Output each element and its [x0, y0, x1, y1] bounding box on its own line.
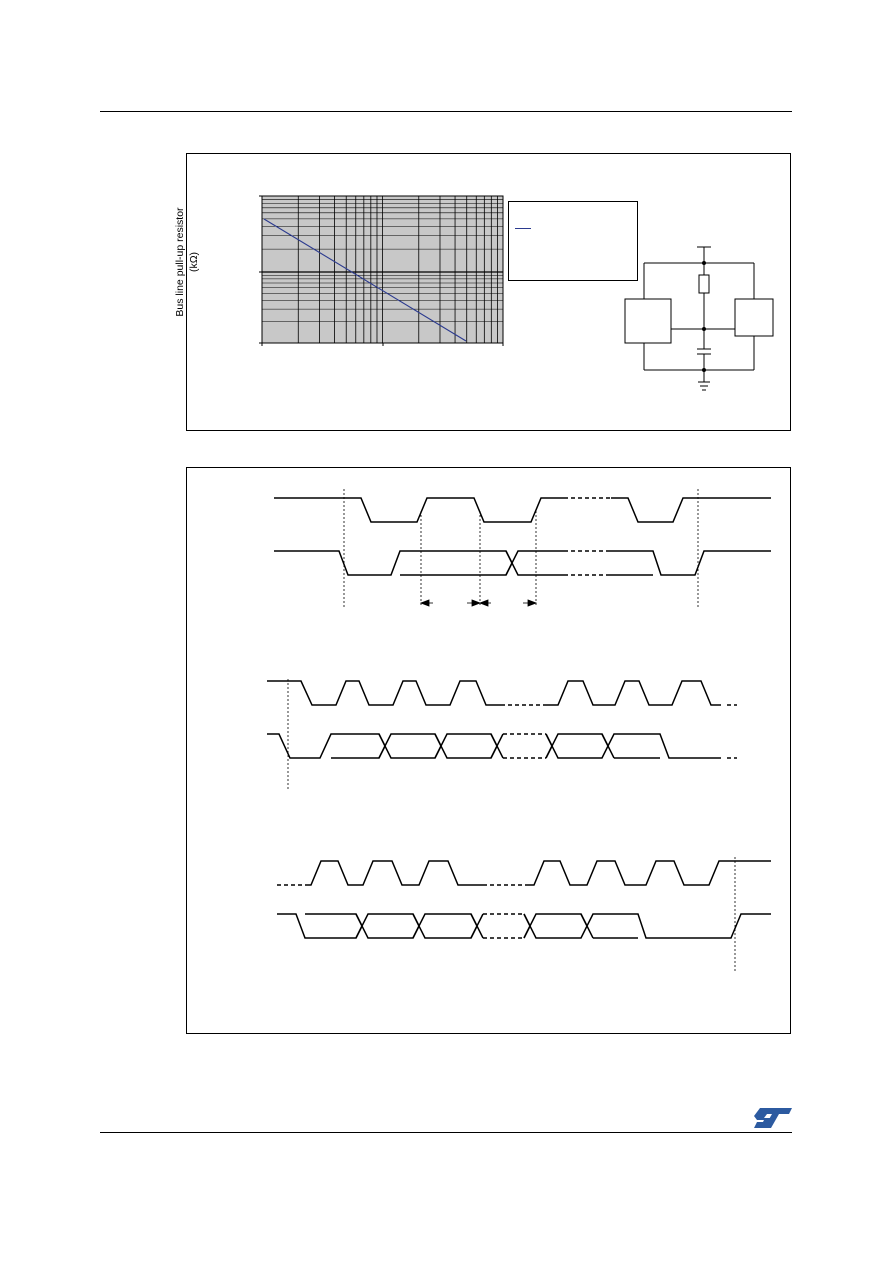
scl-waveform-1 — [274, 497, 564, 523]
start-stop-diagram — [274, 497, 771, 576]
sda-waveform-3 — [277, 913, 363, 939]
plot-horizontal-grid — [262, 199, 503, 322]
header-rule — [100, 111, 792, 112]
master-device-box — [624, 298, 672, 344]
pullup-chart — [259, 195, 504, 346]
pullup-figure-frame — [186, 153, 791, 431]
timing-markers-1 — [343, 489, 699, 607]
timing-arrows-1 — [419, 599, 538, 607]
slave-device-box — [734, 298, 774, 337]
st-logo-icon — [754, 1108, 792, 1128]
transfer-start-diagram — [267, 680, 737, 759]
pullup-resistor — [698, 274, 710, 294]
pullup-ylabel-line2: (kΩ) — [188, 251, 200, 273]
footer-rule — [100, 1132, 792, 1133]
transfer-end-diagram — [277, 860, 771, 939]
pullup-ylabel: Bus line pull-up resistor (kΩ) — [173, 192, 213, 332]
legend-line-swatch — [515, 228, 531, 229]
plot-vertical-grid — [297, 196, 504, 343]
sda-waveform-1 — [274, 550, 513, 576]
scl-waveform-2 — [267, 680, 501, 706]
pullup-ylabel-line1: Bus line pull-up resistor — [174, 207, 186, 317]
sda-waveform-2 — [267, 733, 386, 759]
bus-circuit — [624, 246, 774, 391]
timing-diagrams — [267, 489, 771, 971]
pullup-legend-box — [508, 201, 638, 281]
timing-figure-svg — [267, 489, 771, 971]
scl-waveform-3 — [306, 860, 483, 886]
pullup-figure-svg — [259, 195, 774, 391]
timing-figure-frame — [186, 467, 791, 1034]
pullup-curve — [263, 218, 467, 342]
